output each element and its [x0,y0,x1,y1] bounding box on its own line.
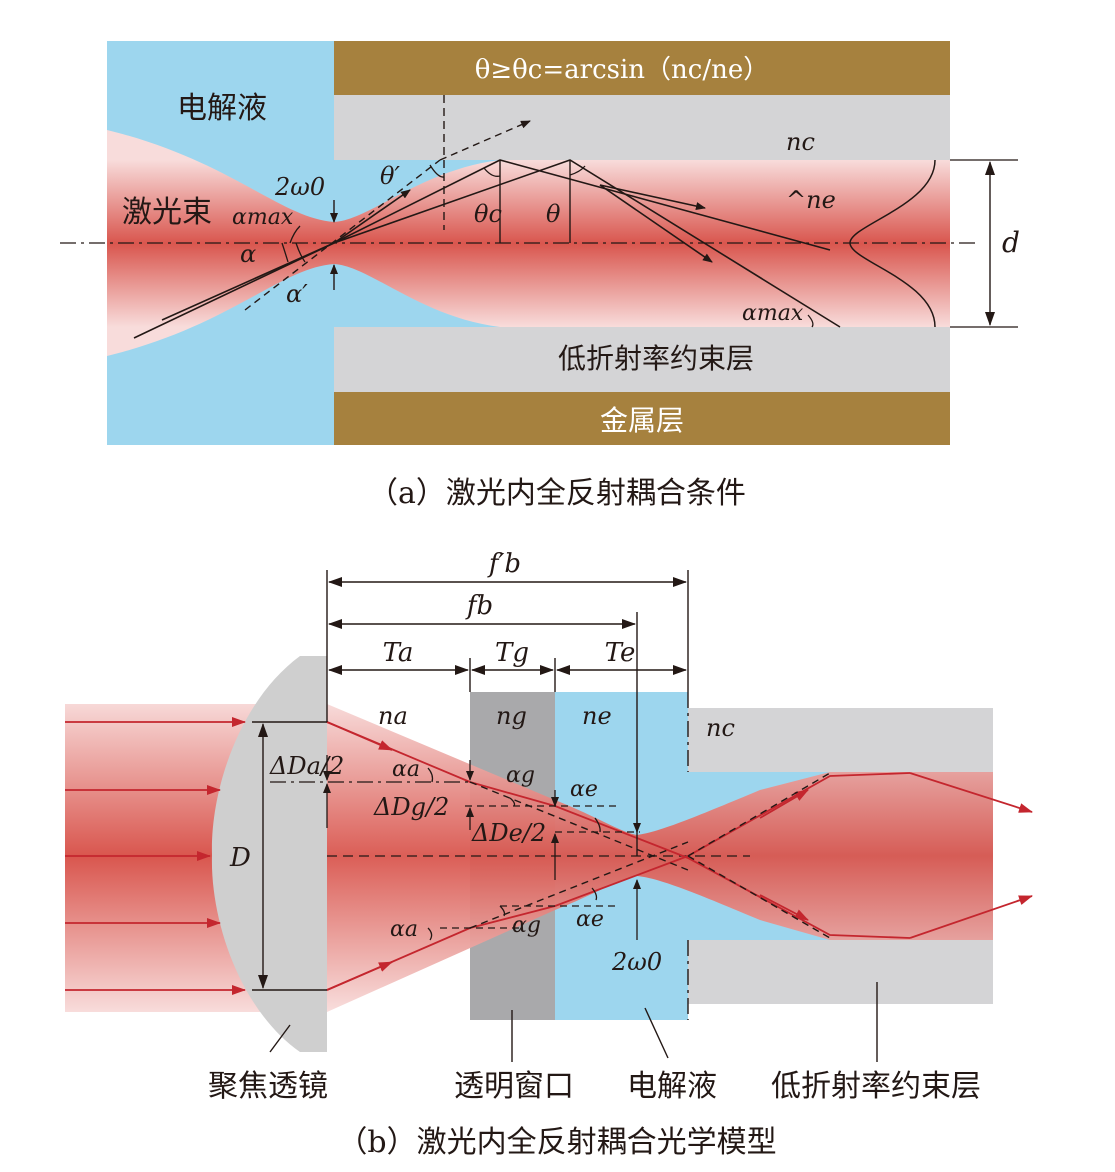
angle-arc-theta [569,165,586,176]
marginal-ray-bottom-arrow [326,961,393,991]
arc-alpha-a-bottom [427,927,433,941]
arc-alpha-e-top [594,817,601,833]
ray-arrow-2 [599,184,706,210]
alpha-e-label-bottom: αe [576,907,604,932]
ray-dashed-escape [439,120,531,161]
f-b-label: fb [465,591,493,621]
gaussian-profile [849,159,936,328]
cladding-top-a [334,95,950,160]
beam-waist-label-a: 2ω0 [274,173,325,201]
dashed-ray-bottom [469,841,689,929]
marginal-ray-top-arrow [326,721,393,751]
ray-dashed-refracted [244,159,441,311]
theta-prime-label: θ′ [380,162,400,190]
ray-theta [161,159,841,328]
alpha-a-label-bottom: αa [390,917,418,942]
cladding-bottom-a [334,327,950,392]
T-g-label: Tg [495,638,529,668]
metal-label-a: 金属层 [600,404,684,437]
metal-layer-top-a [334,41,950,95]
leader-electrolyte [644,1007,669,1059]
electrolyte-label-a: 电解液 [177,91,267,126]
n-a-label: na [378,702,408,730]
dDa-label: ΔDa/2 [269,752,344,780]
n-c-label-b: nc [706,714,735,742]
metal-layer-bottom-a [334,392,950,445]
angle-arc-theta-c [483,167,501,177]
leader-lens [269,1024,291,1053]
caption-a: （a）激光内全反射耦合条件 [368,476,746,511]
arc-alpha-e-bottom [591,887,598,901]
lens-label-b: 聚焦透镜 [208,1069,328,1104]
alpha-prime-label: α′ [286,280,308,308]
dDg-label: ΔDg/2 [373,793,449,821]
theta-c-label: θc [474,200,502,228]
angle-arc-alpha-prime [295,242,306,263]
alpha-e-label-top: αe [570,777,598,802]
alpha-max-label-right: αmax [742,301,804,326]
angle-arc-alpha [281,242,289,263]
ray-alpha-max [133,159,831,339]
cladding-label-b: 低折射率约束层 [771,1069,981,1104]
alpha-label: α [240,240,256,268]
n-e-label-b: ne [582,702,612,730]
alpha-g-label-top: αg [506,763,535,788]
alpha-a-label-top: αa [392,757,420,782]
panel-b: f′b fb Ta Tg Te na ng ne nc ΔDa/2 ΔDg/2 … [65,549,1033,1160]
dDe-label: ΔDe/2 [471,819,546,847]
arc-alpha-a-top [427,767,434,783]
marginal-ray-bottom [326,772,911,991]
electrolyte-label-b: 电解液 [627,1069,717,1104]
alpha-g-label-bottom: αg [512,913,541,938]
window-label-b: 透明窗口 [454,1069,574,1104]
ray-arrow-3 [599,184,713,263]
arc-alpha-g-top [509,797,516,807]
inner-ray-up-arrow [759,789,809,819]
theta-label: θ [546,200,561,228]
caption-b: （b）激光内全反射耦合光学模型 [337,1125,776,1160]
d-label: d [1002,226,1020,259]
focusing-lens [211,656,327,1052]
angle-arc-alpha-max [289,225,301,244]
n-c-label-a: nc [786,128,815,156]
condition-formula: θ≥θc=arcsin（nc/ne） [475,55,770,85]
alpha-max-label-left: αmax [232,205,294,230]
cladding-label-a: 低折射率约束层 [558,342,754,375]
cladding-top-b [688,708,993,772]
waist-label-b: 2ω0 [611,948,662,976]
arc-alpha-g-bottom [499,905,506,917]
angle-arc-theta-prime [429,164,445,178]
T-e-label: Te [605,638,636,668]
panel-a: θ≥θc=arcsin（nc/ne） 电解液 激光束 2ω0 θ′ θc θ α… [60,41,1020,511]
inner-ray-down-arrow [759,894,809,921]
n-e-hat-label-a: ^ne [786,186,836,214]
ray-arrow-1 [333,189,411,244]
n-g-label: ng [496,702,527,730]
outgoing-ray-top [909,772,1033,813]
dashed-ray-top [469,781,689,871]
angle-arc-alpha-max-right [807,314,814,328]
outgoing-ray-bottom [909,895,1033,939]
D-label: D [229,843,251,873]
laser-label-a: 激光束 [122,195,212,230]
dashed-ray-ext-bottom [687,855,831,939]
T-a-label: Ta [383,638,414,668]
dashed-ray-ext-top [687,772,831,857]
cladding-bottom-b [688,940,993,1004]
f-b-prime-label: f′b [487,549,521,579]
